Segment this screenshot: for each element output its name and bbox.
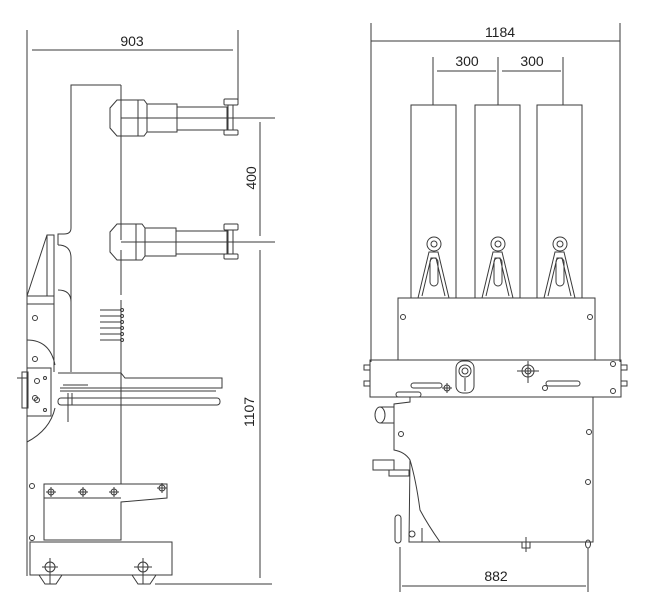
dimension-depth: 903 — [26, 30, 239, 576]
dimension-bushing-spacing: 400 — [243, 122, 261, 236]
dimension-label-wheel-track: 882 — [484, 568, 508, 584]
secondary-wiring — [100, 308, 124, 342]
dimension-label-width: 1184 — [485, 24, 515, 40]
wheel-front — [38, 558, 63, 585]
side-view: 903 — [17, 30, 275, 585]
pole-b — [474, 104, 521, 299]
dimension-label-bushing-spacing: 400 — [243, 166, 259, 190]
bolt-holes — [46, 483, 167, 497]
pole-base-housing — [397, 297, 596, 361]
dimension-label-depth: 903 — [120, 33, 144, 49]
dimension-height: 1107 — [155, 250, 272, 585]
mechanism-plate — [363, 359, 628, 398]
upper-bushing — [109, 98, 275, 137]
front-view: 1184 300 300 — [363, 23, 628, 592]
breaker-column — [57, 84, 122, 484]
lower-bushing — [109, 223, 275, 261]
dimension-phase-spacing: 300 300 — [432, 53, 564, 105]
wheel-rear — [131, 558, 157, 585]
trolley-body — [372, 397, 594, 552]
dimension-label-phase-1: 300 — [455, 53, 479, 69]
dimension-label-height: 1107 — [241, 397, 257, 427]
dimension-label-phase-2: 300 — [520, 53, 544, 69]
pole-a — [410, 104, 457, 299]
dimension-width: 1184 — [370, 23, 621, 362]
pole-c — [536, 104, 583, 299]
dimension-wheel-track: 882 — [399, 547, 589, 592]
chassis — [29, 483, 173, 585]
operating-mechanism — [17, 234, 223, 576]
